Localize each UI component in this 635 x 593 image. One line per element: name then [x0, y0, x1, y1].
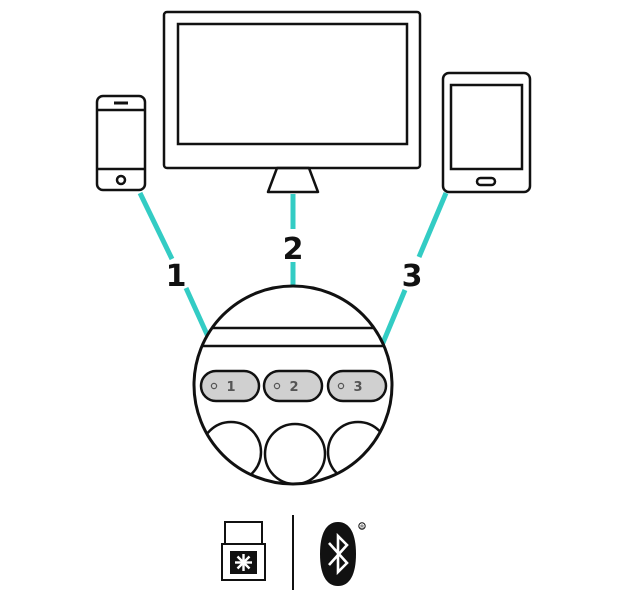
- monitor-icon: [164, 12, 420, 192]
- easy-switch-key-2: 2: [264, 371, 322, 401]
- registered-mark-icon: ®: [359, 523, 365, 531]
- channel-label-1: 1: [166, 259, 187, 294]
- key-label-2: 2: [289, 380, 298, 395]
- key-label-3: 3: [353, 380, 362, 395]
- usb-receiver-icon: [222, 522, 265, 580]
- easy-switch-key-1: 1: [201, 371, 259, 401]
- easy-switch-key-3: 3: [328, 371, 386, 401]
- connector-line-3-upper: [419, 193, 446, 257]
- bluetooth-icon: [320, 522, 356, 586]
- registered-mark: ®: [360, 523, 365, 530]
- tablet-icon: [443, 73, 530, 192]
- channel-label-2: 2: [283, 232, 304, 267]
- unifying-star-icon: [235, 554, 252, 571]
- key-label-1: 1: [226, 380, 235, 395]
- channel-label-3: 3: [402, 259, 423, 294]
- connector-line-1-upper: [140, 193, 172, 259]
- smartphone-icon: [97, 96, 145, 190]
